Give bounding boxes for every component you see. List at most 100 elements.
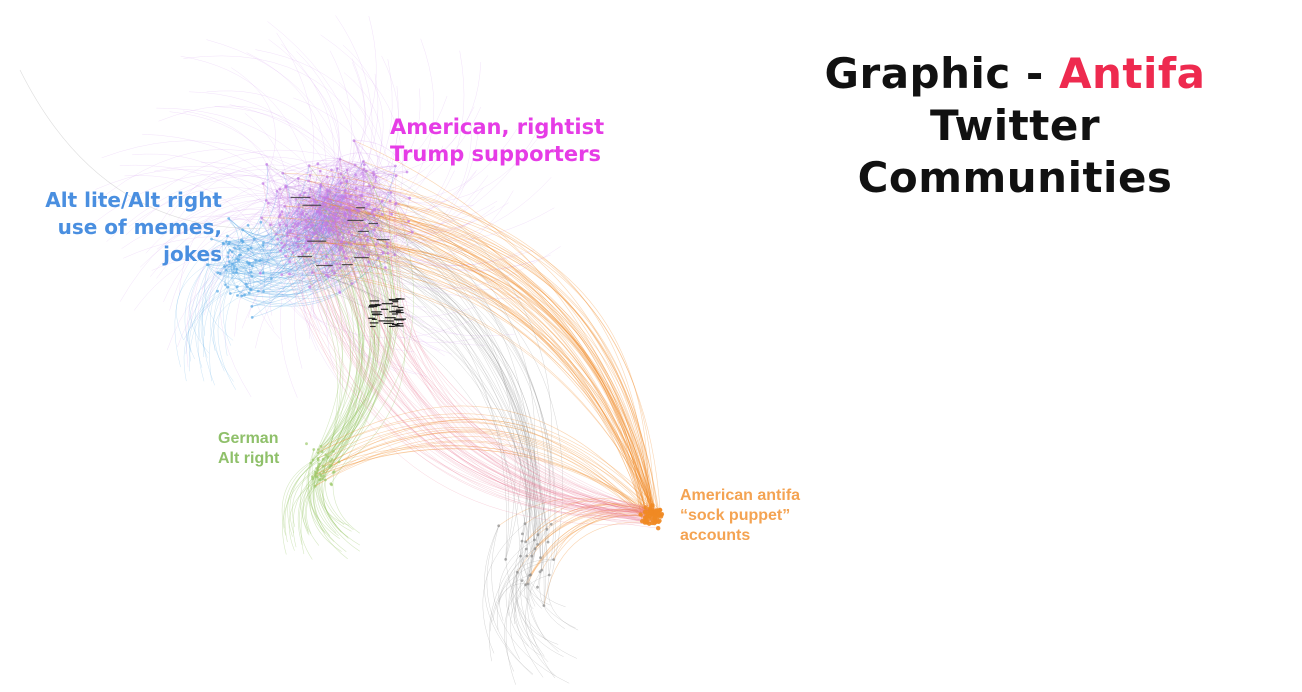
node: [304, 226, 307, 230]
edge: [517, 509, 651, 573]
edge: [314, 201, 361, 241]
edge: [276, 219, 324, 236]
edge: [306, 234, 341, 251]
edge: [285, 255, 659, 516]
edge: [241, 258, 379, 307]
edge: [323, 203, 414, 472]
node: [261, 182, 265, 185]
edge: [232, 225, 287, 265]
edge: [292, 469, 318, 528]
edge: [228, 241, 252, 249]
edge: [295, 199, 343, 250]
node: [223, 265, 226, 269]
node-label-mark: [388, 325, 395, 327]
edge: [202, 223, 334, 289]
edge: [335, 189, 354, 236]
edge: [308, 215, 375, 231]
edge: [190, 175, 311, 329]
edge: [121, 215, 307, 251]
node: [266, 201, 270, 205]
edge: [270, 213, 327, 226]
edge: [217, 242, 228, 273]
node: [227, 240, 231, 244]
node: [348, 195, 352, 198]
edge: [179, 183, 264, 295]
edge: [286, 212, 303, 234]
node: [654, 508, 659, 513]
node: [249, 288, 253, 292]
edge: [301, 253, 651, 514]
label-line: Trump supporters: [390, 142, 601, 166]
edge: [349, 209, 551, 272]
edge: [515, 572, 559, 645]
edge: [206, 90, 348, 182]
edge: [336, 208, 366, 246]
edge: [276, 191, 358, 214]
node: [252, 237, 256, 241]
edge: [281, 189, 327, 244]
edge: [504, 574, 531, 672]
edge: [297, 212, 306, 240]
node: [313, 472, 317, 476]
edge: [297, 225, 353, 241]
edge: [309, 217, 340, 288]
node: [244, 282, 248, 286]
edge: [320, 253, 395, 447]
edge: [327, 191, 535, 557]
edge: [229, 241, 343, 273]
node: [367, 260, 370, 264]
edge: [229, 161, 364, 243]
edge: [375, 209, 653, 513]
edge: [330, 186, 393, 484]
node: [218, 272, 222, 276]
edge: [336, 195, 362, 232]
edge: [339, 217, 356, 235]
edge: [320, 448, 653, 515]
node: [303, 191, 306, 195]
edge: [266, 164, 309, 182]
edge: [553, 512, 650, 560]
node: [384, 266, 387, 270]
edge: [327, 197, 542, 571]
edge: [364, 235, 647, 512]
edge: [261, 217, 299, 240]
node-label-mark: [397, 306, 404, 309]
edge: [348, 171, 369, 221]
edge: [299, 161, 364, 196]
edge: [391, 214, 409, 223]
edge: [163, 222, 299, 303]
edge: [314, 233, 427, 308]
node-label-mark: [356, 207, 365, 209]
node: [285, 231, 289, 235]
title-line-2: Communities: [857, 153, 1173, 202]
edge: [284, 207, 375, 246]
edge: [345, 200, 498, 227]
edge: [351, 243, 655, 513]
edge: [319, 209, 376, 242]
edge: [260, 204, 299, 330]
edge: [307, 168, 341, 241]
edge: [355, 217, 388, 248]
edge: [378, 122, 472, 259]
node: [650, 503, 655, 508]
edge: [508, 572, 541, 656]
edge: [338, 217, 653, 511]
edge: [314, 445, 652, 513]
edge: [247, 248, 346, 271]
node: [288, 260, 291, 264]
node: [246, 247, 250, 251]
node: [316, 451, 320, 454]
edge: [301, 165, 341, 269]
edge: [349, 204, 373, 212]
edge: [309, 201, 318, 226]
edge: [525, 498, 659, 542]
edge: [320, 169, 351, 231]
edge: [336, 161, 365, 169]
edge: [317, 420, 653, 517]
edge: [236, 243, 312, 277]
edge: [219, 261, 249, 274]
node: [331, 225, 335, 229]
edge: [343, 221, 409, 253]
node: [643, 505, 648, 510]
edge: [277, 187, 287, 226]
